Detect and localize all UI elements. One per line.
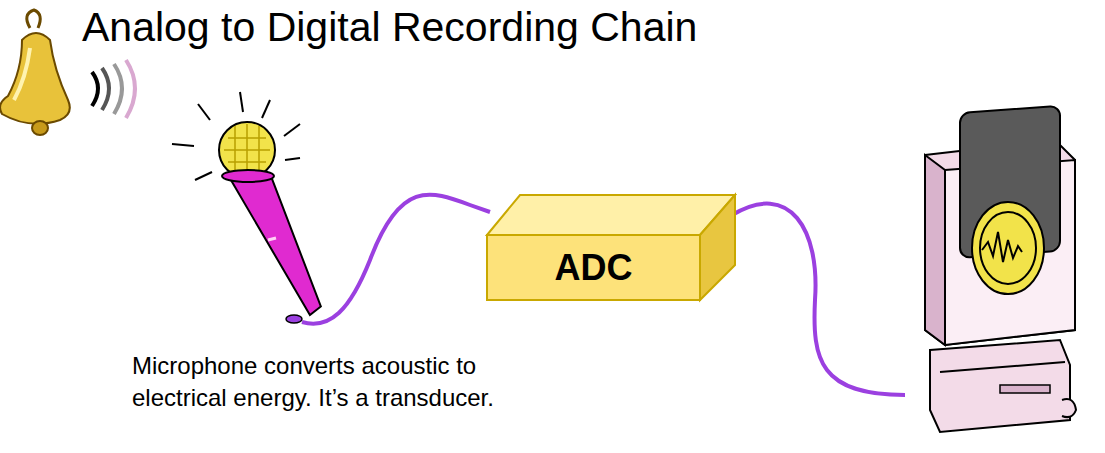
caption-note: Microphone converts acoustic to electric…: [132, 350, 512, 414]
adc-box-shape: [487, 195, 735, 300]
bell-illustration: [0, 10, 70, 135]
mic-rays: [172, 92, 300, 180]
sound-waves: [92, 60, 135, 118]
diagram-title: Analog to Digital Recording Chain: [82, 4, 697, 51]
microphone: [219, 122, 322, 323]
computer: [925, 106, 1076, 432]
cable: [302, 195, 490, 324]
box-label: ADC: [555, 247, 633, 289]
adc-box: ADC: [487, 235, 700, 300]
cable: [732, 204, 905, 395]
